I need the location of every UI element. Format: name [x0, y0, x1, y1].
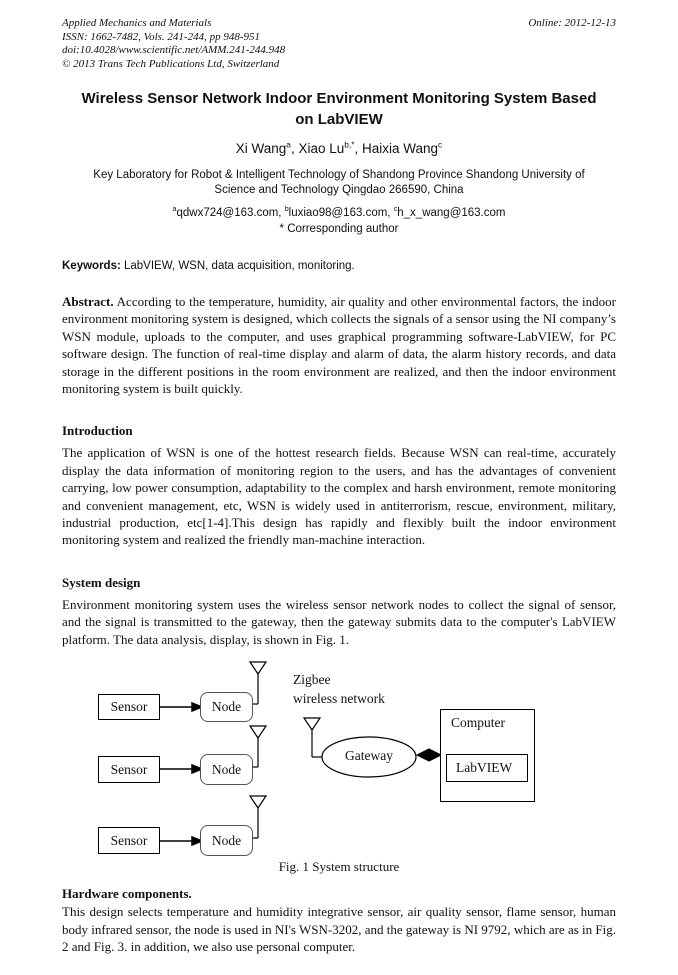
node-box-1: Node	[200, 692, 253, 723]
abstract: Abstract. According to the temperature, …	[62, 293, 616, 397]
sensor-box-2: Sensor	[98, 756, 160, 784]
doi-line: doi:10.4028/www.scientific.net/AMM.241-2…	[62, 44, 286, 56]
keywords-line: Keywords: LabVIEW, WSN, data acquisition…	[62, 260, 616, 272]
antenna-icon-node-2	[248, 725, 268, 768]
node-box-2: Node	[200, 754, 253, 786]
paper-title-line1: Wireless Sensor Network Indoor Environme…	[81, 90, 597, 107]
sensor-box-3: Sensor	[98, 827, 160, 855]
email-1: aqdwx724@163.com,	[172, 205, 282, 219]
figure-1-connectors	[160, 661, 443, 847]
zigbee-network-label: Zigbee wireless network	[293, 670, 385, 708]
figure-1-system-structure: Zigbee wireless network Sensor Sensor Se…	[62, 660, 616, 882]
gateway-ellipse	[321, 736, 417, 778]
arrow-sensor-to-node-2	[160, 763, 205, 775]
introduction-body: The application of WSN is one of the hot…	[62, 445, 616, 548]
keywords-text: LabVIEW, WSN, data acquisition, monitori…	[120, 260, 355, 272]
author-2: Xiao Lub,*,	[298, 139, 363, 156]
affiliation: Key Laboratory for Robot & Intelligent T…	[62, 168, 616, 198]
section-heading-introduction: Introduction	[62, 423, 133, 439]
corresponding-author-note: * Corresponding author	[279, 223, 399, 235]
copyright-line: © 2013 Trans Tech Publications Ltd, Swit…	[62, 57, 280, 70]
online-date: Online: 2012-12-13	[528, 17, 616, 29]
journal-header-left: Applied Mechanics and Materials ISSN: 16…	[62, 17, 285, 71]
journal-header: Applied Mechanics and Materials ISSN: 16…	[62, 17, 616, 71]
node-box-3: Node	[200, 825, 253, 857]
zigbee-label-line1: Zigbee	[293, 672, 331, 688]
system-design-body: Environment monitoring system uses the w…	[62, 596, 616, 647]
labview-box: LabVIEW	[446, 754, 528, 783]
arrow-gateway-computer-bidirectional	[415, 748, 443, 762]
author-1: Xi Wanga,	[235, 139, 299, 156]
antenna-icon-node-3	[248, 795, 268, 839]
author-3-affmark: c	[438, 139, 443, 150]
keywords-label: Keywords:	[62, 260, 121, 272]
author-list: Xi Wanga, Xiao Lub,*, Haixia Wangc	[62, 139, 616, 156]
email-2: bluxiao98@163.com,	[284, 205, 391, 219]
hardware-components-body: This design selects temperature and humi…	[62, 904, 616, 954]
affiliation-line1: Key Laboratory for Robot & Intelligent T…	[93, 169, 585, 181]
figure-1-caption: Fig. 1 System structure	[278, 859, 400, 875]
sensor-box-1: Sensor	[98, 694, 160, 721]
author-3: Haixia Wangc	[362, 139, 443, 156]
section-heading-system-design: System design	[62, 574, 141, 590]
author-1-affmark: a	[286, 139, 291, 150]
antenna-icon-gateway	[302, 717, 323, 758]
abstract-text: According to the temperature, humidity, …	[62, 294, 616, 397]
antenna-icon-node-1	[248, 661, 268, 705]
abstract-label: Abstract.	[62, 294, 114, 309]
issn-line: ISSN: 1662-7482, Vols. 241-244, pp 948-9…	[62, 30, 260, 43]
arrow-sensor-to-node-1	[160, 701, 205, 713]
author-2-affmark: b,*	[344, 139, 355, 150]
computer-label: Computer	[451, 715, 505, 731]
paper-title: Wireless Sensor Network Indoor Environme…	[62, 88, 616, 130]
email-list: aqdwx724@163.com, bluxiao98@163.com, ch_…	[62, 205, 616, 219]
paper-title-line2: on LabVIEW	[295, 111, 383, 128]
zigbee-label-line2: wireless network	[293, 691, 385, 707]
gateway-label: Gateway	[345, 748, 393, 764]
affiliation-line2: Science and Technology Qingdao 266590, C…	[214, 184, 464, 196]
email-3: ch_x_wang@163.com	[393, 205, 506, 219]
section-heading-hardware-components: Hardware components.	[62, 886, 192, 902]
journal-name: Applied Mechanics and Materials	[62, 17, 212, 29]
arrow-sensor-to-node-3	[160, 835, 205, 847]
